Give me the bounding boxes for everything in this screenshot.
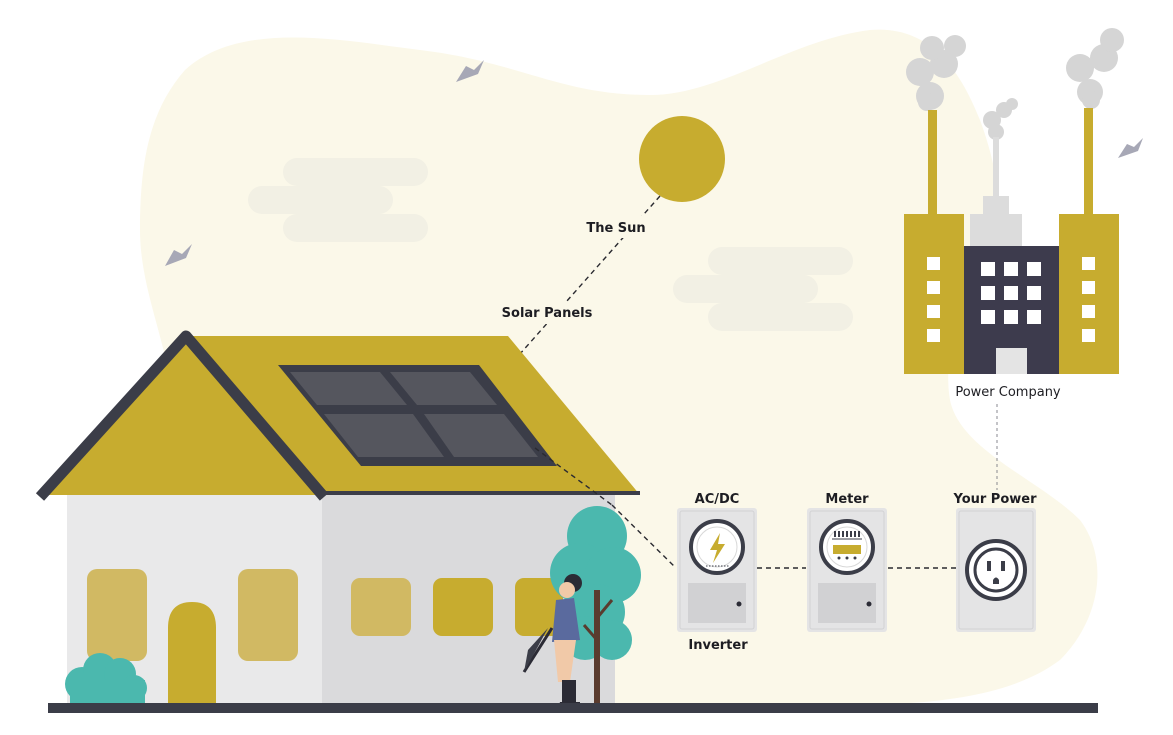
power-company: [904, 28, 1124, 374]
electric-meter-icon: [819, 519, 875, 575]
power-outlet-icon: [965, 539, 1027, 601]
bird-icon: [1118, 138, 1143, 158]
your-power-box: [956, 508, 1036, 632]
door: [168, 602, 216, 705]
inverter-box: [677, 508, 757, 632]
solar-panels: [278, 365, 557, 466]
meter-box: [807, 508, 887, 632]
sun: [639, 116, 725, 202]
bush: [65, 653, 147, 705]
bird-icon: [165, 244, 192, 266]
inverter-label: Inverter: [688, 638, 748, 653]
ground: [48, 703, 1098, 713]
your-power-label: Your Power: [952, 492, 1037, 507]
acdc-label: AC/DC: [695, 492, 740, 507]
bird-icon: [456, 60, 484, 82]
tree: [550, 506, 641, 705]
cloud-left: [248, 158, 428, 242]
roof-gable: [40, 336, 322, 495]
cloud-right: [673, 247, 853, 331]
solar-panels-label: Solar Panels: [502, 306, 593, 321]
power-company-label: Power Company: [955, 385, 1061, 400]
woman-with-umbrella: [522, 574, 582, 708]
smoke: [906, 28, 1124, 140]
house: [35, 330, 640, 705]
lightning-bolt-icon: [710, 533, 725, 563]
meter-label: Meter: [825, 492, 869, 507]
sun-label: The Sun: [586, 221, 645, 236]
